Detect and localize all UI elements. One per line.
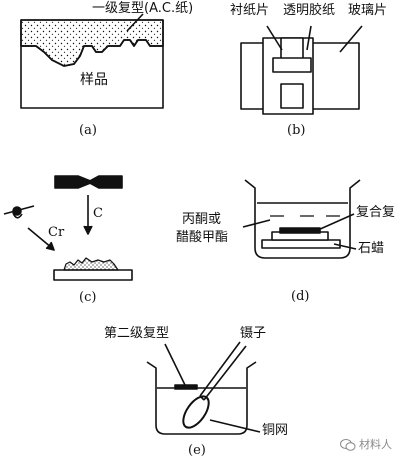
- arrow-cr: [27, 227, 53, 249]
- leader-tape: [306, 25, 312, 51]
- backing-paper-top: [280, 37, 304, 61]
- arrow-c-head: [83, 225, 93, 235]
- watermark-text: 材料人: [359, 438, 392, 451]
- label-copper-mesh: 铜网: [262, 423, 289, 438]
- leader-solvent: [242, 219, 271, 228]
- arrow-cr-head: [45, 241, 55, 251]
- caption-d: (d): [291, 289, 310, 304]
- label-sample: 样品: [80, 72, 108, 88]
- leader-replica: [126, 13, 144, 32]
- composite-replica-top: [279, 227, 321, 234]
- filament-loop: [12, 212, 23, 219]
- leader-paraffin: [333, 243, 357, 250]
- label-solvent-line1: 丙酮或: [182, 212, 222, 227]
- caption-e: (e): [188, 443, 206, 458]
- backing-paper-bottom: [280, 83, 304, 109]
- label-backing-paper: 衬纸片: [230, 3, 270, 18]
- panel-d: [242, 179, 361, 259]
- tweezers-tip: [199, 395, 205, 401]
- label-solvent-line2: 醋酸甲酯: [176, 230, 229, 245]
- specimen-holder: [53, 269, 133, 281]
- leader-second-replica: [164, 343, 186, 386]
- panel-a: [20, 13, 164, 109]
- label-cr: Cr: [48, 225, 65, 240]
- panel-b: [240, 25, 363, 115]
- label-replica-ac-paper: 一级复型(A.C.纸): [92, 1, 194, 16]
- shadowed-replica: [63, 257, 119, 271]
- label-second-replica: 第二级复型: [104, 326, 170, 341]
- tweezers: [199, 341, 247, 401]
- beaker-d: [244, 179, 361, 259]
- second-replica-film: [174, 384, 198, 390]
- label-paraffin: 石蜡: [358, 241, 385, 256]
- leader-copper-mesh: [209, 419, 261, 433]
- leader-glass: [339, 25, 363, 53]
- carbon-rod-left: [54, 175, 94, 189]
- wechat-icon: [340, 439, 356, 451]
- caption-c: (c): [79, 290, 97, 305]
- paraffin-block: [261, 239, 341, 249]
- replica-film: [272, 57, 312, 73]
- panel-c: [3, 175, 133, 281]
- chromium-bead: [12, 206, 22, 216]
- leader-composite: [317, 213, 355, 231]
- label-glass-slide: 玻璃片: [348, 3, 388, 18]
- copper-mesh: [182, 395, 210, 429]
- carbon-rod-right: [87, 175, 123, 189]
- leader-backing-paper: [266, 25, 283, 51]
- label-transparent-tape: 透明胶纸: [283, 3, 336, 18]
- sample-surface: [21, 39, 163, 67]
- label-tweezers: 镊子: [240, 326, 267, 341]
- label-c: C: [93, 206, 103, 221]
- panel-e: [146, 341, 261, 435]
- beaker-e: [146, 361, 257, 435]
- label-composite-replica: 复合复: [356, 205, 396, 220]
- caption-a: (a): [79, 123, 97, 138]
- caption-b: (b): [287, 123, 306, 138]
